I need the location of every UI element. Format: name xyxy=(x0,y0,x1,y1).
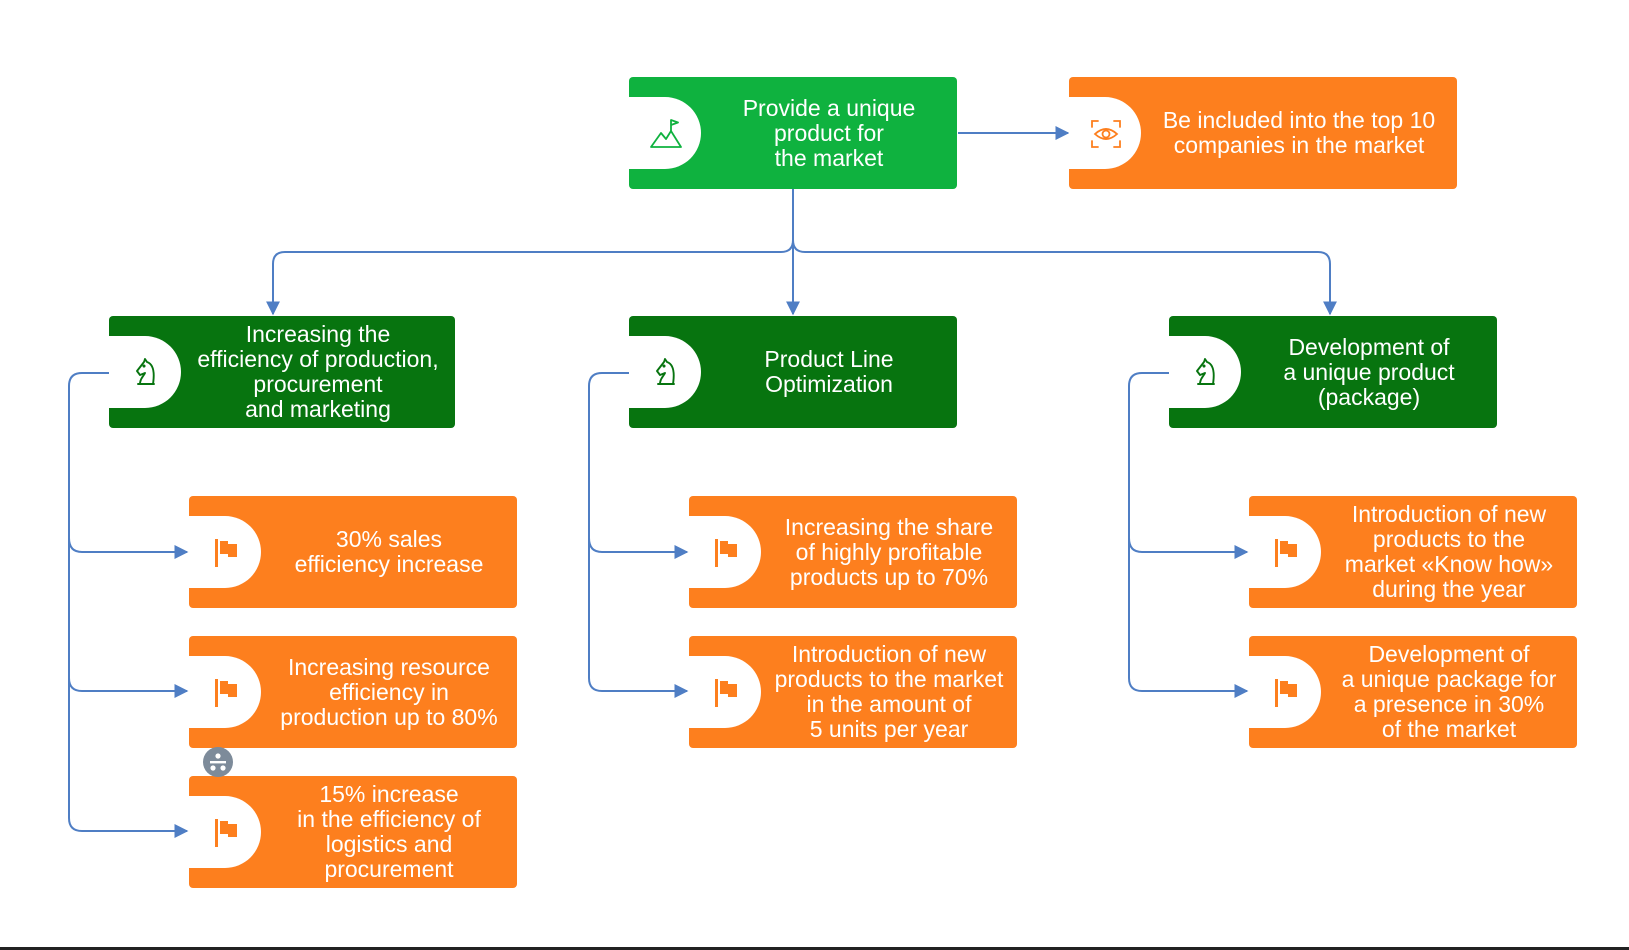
flag-icon xyxy=(715,679,737,707)
node-label: Development of a unique product (package… xyxy=(1283,333,1455,410)
link-s2-t1 xyxy=(588,537,689,559)
target-node-1-2[interactable]: Increasing resource efficiency in produc… xyxy=(189,636,517,748)
node-label: Development of a unique package for a pr… xyxy=(1341,641,1557,742)
node-label: Increasing the efficiency of production,… xyxy=(197,321,439,422)
link-root-strategy-1 xyxy=(266,239,794,316)
link-root-strategy-3 xyxy=(792,239,1337,316)
flag-icon xyxy=(715,539,737,567)
chess-knight-icon xyxy=(656,358,675,385)
link-s3-bracket xyxy=(1128,372,1169,692)
target-node-3-2[interactable]: Development of a unique package for a pr… xyxy=(1249,636,1577,748)
flag-icon xyxy=(215,539,237,567)
link-s1-t2 xyxy=(68,677,189,698)
node-label: Introduction of new products to the mark… xyxy=(1344,501,1554,602)
node-label: Be included into the top 10 companies in… xyxy=(1162,107,1436,158)
link-s1-bracket xyxy=(68,372,109,832)
node-label: Provide a unique product for the market xyxy=(742,94,916,171)
chess-knight-icon xyxy=(1196,358,1215,385)
node-label: Increasing resource efficiency in produc… xyxy=(280,653,498,730)
flag-icon xyxy=(215,819,237,847)
node-label: 15% increase in the efficiency of logist… xyxy=(297,781,481,882)
grip-icon xyxy=(210,753,226,771)
strategy-node-3[interactable]: Development of a unique product (package… xyxy=(1169,316,1497,428)
target-node-2-1[interactable]: Increasing the share of highly profitabl… xyxy=(689,496,1017,608)
link-s1-t1 xyxy=(68,537,189,559)
mountain-flag-icon xyxy=(650,119,682,148)
target-node-1-3[interactable]: 15% increase in the efficiency of logist… xyxy=(189,776,517,888)
goal-node-root[interactable]: Provide a unique product for the market xyxy=(629,77,957,189)
chess-knight-icon xyxy=(136,358,155,385)
node-label: Increasing the share of highly profitabl… xyxy=(784,513,994,590)
bottom-border xyxy=(0,947,1629,950)
target-node-1-1[interactable]: 30% sales efficiency increase xyxy=(189,496,517,608)
node-label: 30% sales efficiency increase xyxy=(294,526,484,577)
eye-icon xyxy=(1091,120,1121,148)
flag-icon xyxy=(1275,539,1297,567)
strategy-node-2[interactable]: Product Line Optimization xyxy=(629,316,957,428)
vision-node[interactable]: Be included into the top 10 companies in… xyxy=(1069,77,1457,189)
node-label: Product Line Optimization xyxy=(764,346,894,397)
node-label: Introduction of new products to the mark… xyxy=(774,641,1004,742)
target-node-3-1[interactable]: Introduction of new products to the mark… xyxy=(1249,496,1577,608)
link-s2-bracket xyxy=(588,372,629,692)
flag-icon xyxy=(1275,679,1297,707)
target-node-2-2[interactable]: Introduction of new products to the mark… xyxy=(689,636,1017,748)
node-handle[interactable] xyxy=(203,747,233,777)
flag-icon xyxy=(215,679,237,707)
strategy-node-1[interactable]: Increasing the efficiency of production,… xyxy=(109,316,455,428)
link-s3-t1 xyxy=(1128,537,1249,559)
